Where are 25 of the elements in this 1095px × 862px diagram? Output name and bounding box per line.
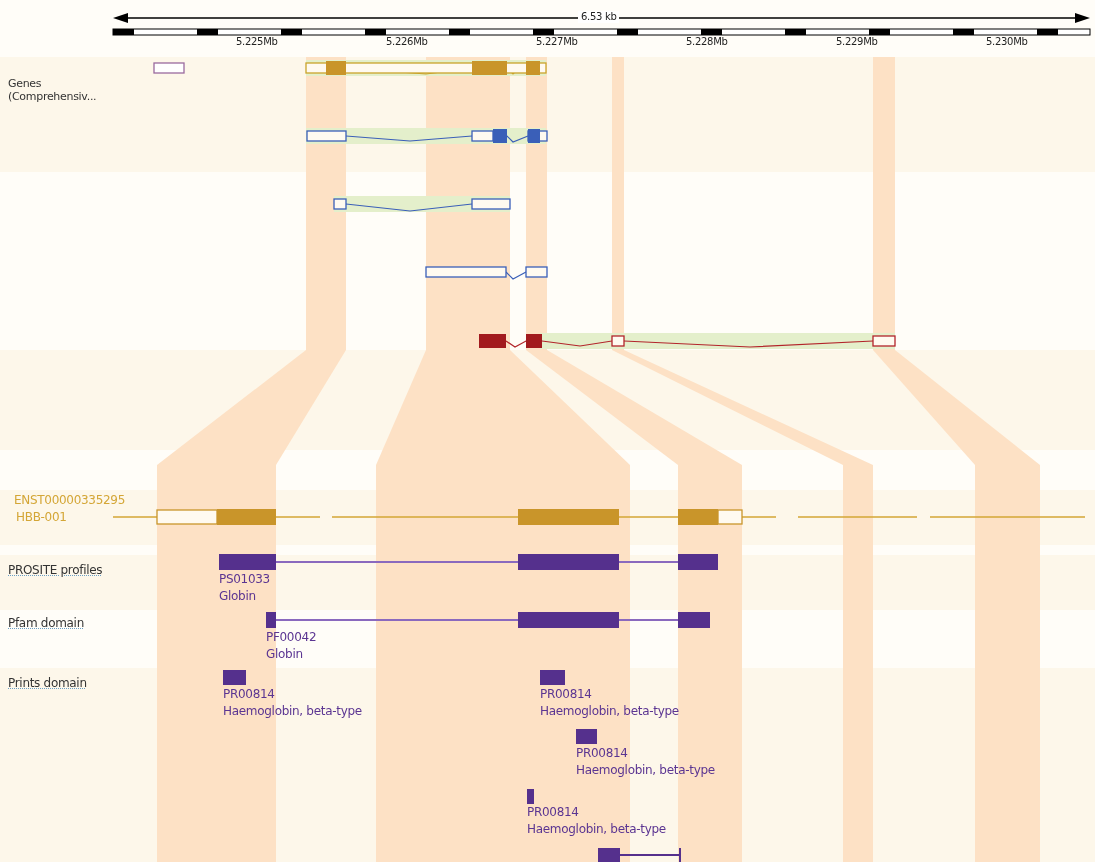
feature-label: PR00814 bbox=[540, 687, 592, 702]
transcript-label: HBB-001 bbox=[16, 510, 67, 525]
feature-label: PR00814 bbox=[576, 746, 628, 761]
track-label: PROSITE profiles bbox=[8, 563, 103, 578]
feature-label: Globin bbox=[266, 647, 303, 662]
feature-label: Haemoglobin, beta-type bbox=[223, 704, 362, 719]
feature-label: PR00814 bbox=[527, 805, 579, 820]
axis-tick-label: 5.227Mb bbox=[536, 36, 578, 48]
feature-label: PF00042 bbox=[266, 630, 317, 645]
scale-label: 6.53 kb bbox=[578, 11, 620, 23]
track-label: Genes (Comprehensiv... bbox=[8, 77, 98, 104]
feature-label: Haemoglobin, beta-type bbox=[527, 822, 666, 837]
feature-label: Globin bbox=[219, 589, 256, 604]
axis-tick-label: 5.230Mb bbox=[986, 36, 1028, 48]
feature-label: PR00814 bbox=[223, 687, 275, 702]
track-label: Prints domain bbox=[8, 676, 87, 691]
track-label: Pfam domain bbox=[8, 616, 84, 631]
axis-tick-label: 5.229Mb bbox=[836, 36, 878, 48]
axis-tick-label: 5.225Mb bbox=[236, 36, 278, 48]
axis-tick-label: 5.226Mb bbox=[386, 36, 428, 48]
feature-label: Haemoglobin, beta-type bbox=[540, 704, 679, 719]
feature-label: PS01033 bbox=[219, 572, 270, 587]
transcript-label: ENST00000335295 bbox=[14, 493, 125, 508]
axis-tick-label: 5.228Mb bbox=[686, 36, 728, 48]
feature-label: Haemoglobin, beta-type bbox=[576, 763, 715, 778]
